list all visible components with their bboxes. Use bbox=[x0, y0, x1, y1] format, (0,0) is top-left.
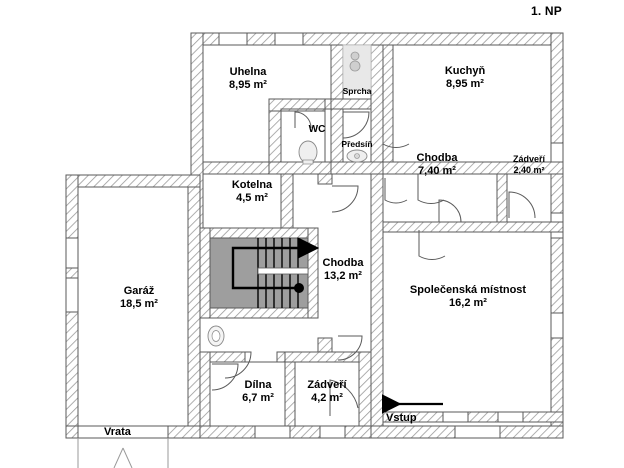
doors-layer bbox=[211, 111, 536, 416]
entry-label-vstup: Vstup bbox=[386, 412, 417, 424]
garage-gate-swing bbox=[77, 438, 169, 468]
gate-label-vrata: Vrata bbox=[104, 426, 131, 438]
staircase bbox=[209, 237, 320, 309]
marker-text: Vstup bbox=[386, 412, 417, 424]
walls-layer bbox=[65, 32, 564, 439]
marker-text: Vrata bbox=[104, 426, 131, 438]
page-title: 1. NP bbox=[530, 4, 562, 18]
fixtures-layer bbox=[207, 44, 372, 347]
